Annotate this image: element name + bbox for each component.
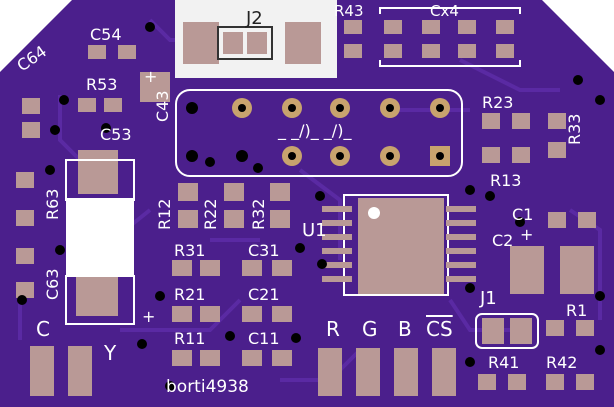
label-c43: C43 — [153, 90, 172, 122]
ic-u1 — [322, 194, 476, 296]
label-jumper-pattern: _ _/)_ _/)_ — [277, 121, 352, 141]
label-r32: R32 — [249, 199, 268, 230]
label-r22: R22 — [201, 199, 220, 230]
label-c: C — [36, 317, 50, 341]
label-r: R — [326, 317, 340, 341]
label-y: Y — [103, 341, 117, 365]
label-b: B — [398, 317, 412, 341]
label-cs: CS — [426, 317, 453, 341]
label-cx4: Cx4 — [430, 2, 459, 20]
label-j1: J1 — [479, 288, 497, 309]
label-c1: C1 — [512, 205, 533, 224]
label-c21: C21 — [248, 285, 280, 304]
label-j2: J2 — [245, 8, 263, 29]
label-c43-plus: + — [144, 67, 157, 86]
label-r13: R13 — [490, 171, 521, 190]
smd-pads — [16, 20, 596, 396]
j2-jumper-pad-b — [247, 32, 267, 54]
label-g: G — [362, 317, 378, 341]
label-cy-plus: + — [142, 307, 155, 326]
pin-header-outline — [175, 89, 463, 177]
j2-pad-left — [183, 22, 219, 64]
pin-header-pins — [186, 98, 450, 166]
label-r53: R53 — [86, 75, 117, 94]
label-r41: R41 — [488, 353, 519, 372]
label-author: borti4938 — [166, 377, 249, 397]
label-r31: R31 — [174, 241, 205, 260]
label-c63: C63 — [43, 268, 62, 300]
j2-jumper-frame — [217, 26, 273, 60]
label-c53: C53 — [100, 125, 132, 144]
label-r21: R21 — [174, 285, 205, 304]
label-c54: C54 — [90, 25, 122, 44]
label-r23: R23 — [482, 93, 513, 112]
j2-jumper-pad-a — [223, 32, 243, 54]
label-r63: R63 — [43, 189, 62, 220]
label-r12: R12 — [155, 199, 174, 230]
label-r1: R1 — [566, 301, 587, 320]
silk-outlines — [379, 7, 521, 67]
vias — [17, 22, 605, 391]
label-r42: R42 — [546, 353, 577, 372]
label-c2-plus: + — [520, 225, 533, 244]
label-r11: R11 — [174, 329, 205, 348]
label-c2: C2 — [492, 231, 513, 250]
j1-pad-a — [482, 318, 504, 344]
j1-frame — [475, 313, 539, 349]
big-cap-body — [66, 198, 134, 276]
j2-pad-right — [285, 22, 321, 64]
label-r33: R33 — [565, 114, 584, 145]
label-c11: C11 — [248, 329, 280, 348]
j1-pad-b — [510, 318, 532, 344]
label-c31: C31 — [248, 241, 280, 260]
label-u1: U1 — [302, 220, 327, 241]
label-r43: R43 — [334, 2, 364, 20]
silkscreen-labels: C54 J2 R43 Cx4 C64 R53 + C43 C53 R23 R33… — [13, 2, 587, 397]
big-cap-outline-2 — [65, 275, 135, 325]
